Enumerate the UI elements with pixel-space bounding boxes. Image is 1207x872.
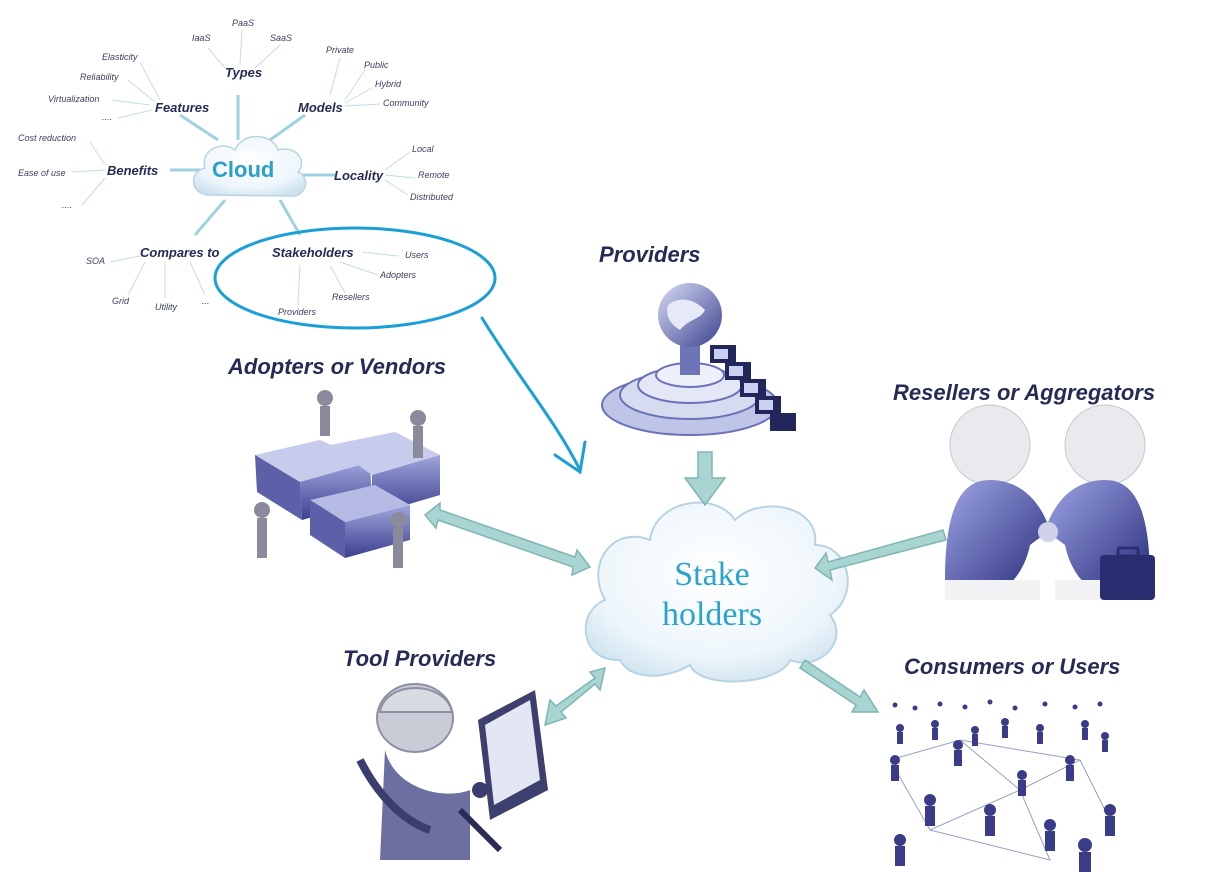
label-resellers-aggregators: Resellers or Aggregators	[893, 380, 1156, 405]
cloud-node-shape	[192, 135, 307, 197]
highlight-ellipse	[213, 226, 497, 330]
leaf-remote: Remote	[418, 170, 450, 180]
branch-models: Models	[298, 100, 343, 115]
branch-types: Types	[225, 65, 263, 80]
worker-laptop-icon	[356, 683, 548, 860]
globe-server-icon	[601, 283, 796, 436]
leaf-utility: Utility	[155, 302, 177, 312]
leaf-soa: SOA	[86, 256, 106, 266]
mindmap-leaf-lines	[71, 29, 416, 306]
leaf-compares-more: ...	[202, 296, 210, 306]
leaf-saas: SaaS	[270, 33, 293, 43]
leaf-ease-of-use: Ease of use	[18, 168, 66, 178]
cloud-node-label: Cloud	[212, 157, 275, 182]
leaf-elasticity: Elasticity	[102, 52, 138, 62]
branch-stakeholders: Stakeholders	[272, 245, 354, 260]
leaf-providers: Providers	[278, 307, 317, 317]
people-network-icon	[889, 699, 1116, 872]
center-line-2: holders	[661, 596, 763, 633]
label-providers: Providers	[599, 242, 701, 267]
leaf-cost-reduction: Cost reduction	[18, 133, 77, 143]
leaf-resellers: Resellers	[332, 292, 370, 302]
label-adopters-vendors: Adopters or Vendors	[228, 354, 446, 379]
puzzle-people-icon	[254, 390, 440, 568]
leaf-adopters: Adopters	[380, 270, 417, 280]
label-consumers-users: Consumers or Users	[904, 654, 1121, 679]
branch-compares: Compares to	[140, 245, 220, 260]
leaf-grid: Grid	[112, 296, 130, 306]
relation-arrows	[423, 451, 947, 727]
leaf-public: Public	[364, 60, 389, 70]
leaf-virtualization: Virtualization	[48, 94, 100, 104]
leaf-users: Users	[405, 250, 429, 260]
leaf-distributed: Distributed	[410, 192, 454, 202]
stakeholders-center-label: Stake holders	[612, 555, 812, 635]
leaf-features-more: ....	[102, 112, 113, 122]
stakeholders-cloud-shape	[584, 501, 849, 683]
leaf-paas: PaaS	[232, 18, 255, 28]
label-tool-providers: Tool Providers	[343, 646, 497, 671]
mindmap-trunk-lines	[170, 95, 335, 236]
center-line-1: Stake	[674, 556, 750, 593]
highlight-arrow	[480, 316, 587, 475]
branch-benefits: Benefits	[107, 163, 159, 178]
leaf-private: Private	[326, 45, 355, 55]
leaf-iaas: IaaS	[192, 33, 211, 43]
leaf-reliability: Reliability	[80, 72, 119, 82]
branch-locality: Locality	[334, 168, 384, 183]
handshake-icon	[945, 404, 1155, 600]
branch-features: Features	[155, 100, 210, 115]
leaf-hybrid: Hybrid	[375, 79, 402, 89]
leaf-local: Local	[412, 144, 434, 154]
leaf-community: Community	[383, 98, 429, 108]
leaf-benefits-more: ....	[62, 200, 73, 210]
